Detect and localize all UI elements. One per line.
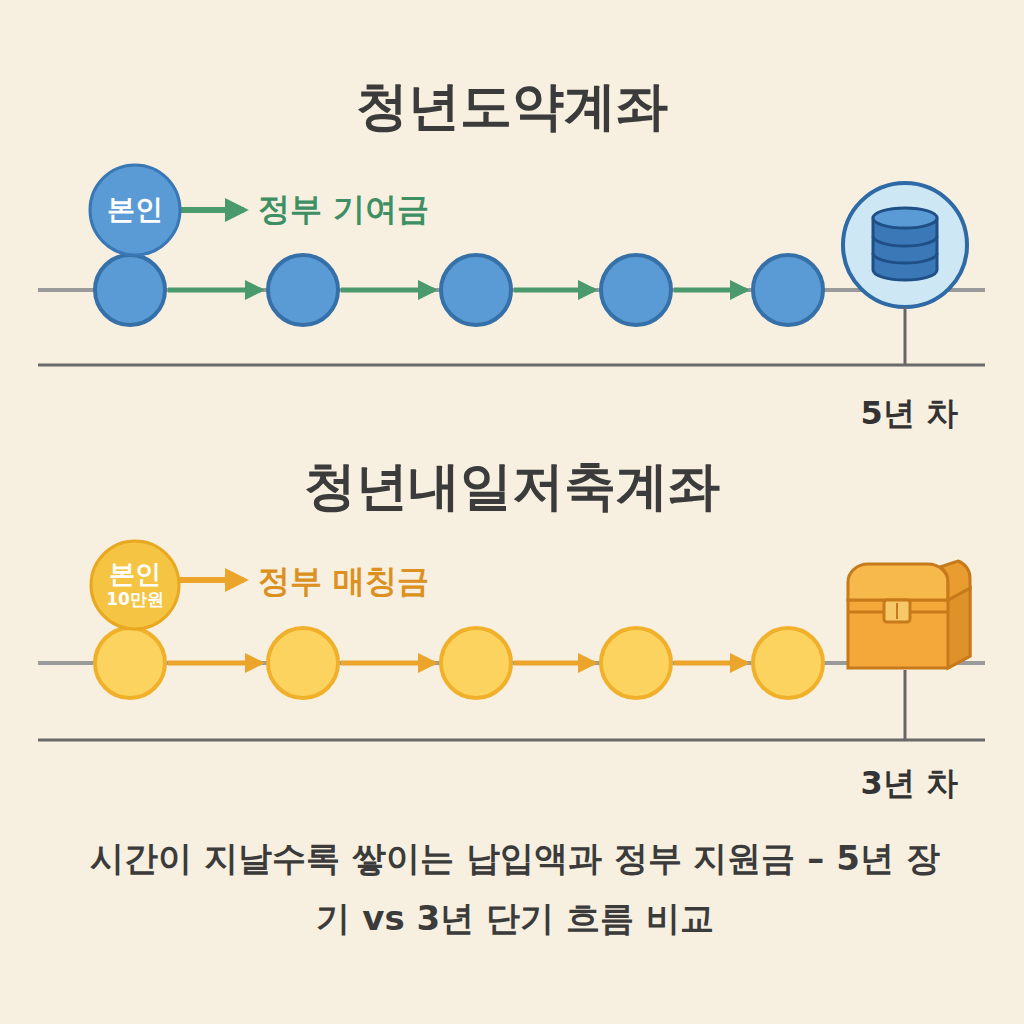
flow-arrow: [341, 661, 434, 666]
treasure-chest: [848, 561, 970, 668]
database-badge: [843, 183, 967, 307]
flow-arrow: [514, 288, 594, 293]
circle-text: 본인: [109, 560, 161, 590]
flow-arrow: [674, 288, 746, 293]
deposit-circle: [441, 628, 511, 698]
label: 3년 차: [861, 762, 958, 806]
section-title: 청년내일저축계좌: [0, 452, 1024, 522]
flow-arrow: [341, 288, 434, 293]
person-circle: 본인10만원: [89, 539, 181, 631]
deposit-circle: [95, 255, 165, 325]
axis-line: [38, 364, 985, 367]
tick: [904, 670, 907, 740]
flow-arrow: [180, 577, 244, 583]
axis-line: [38, 739, 985, 742]
label: 5년 차: [861, 392, 958, 436]
deposit-circle: [601, 628, 671, 698]
flow-arrow: [674, 661, 746, 666]
label: 정부 매칭금: [258, 560, 429, 604]
deposit-circles: [95, 255, 823, 325]
circle-text: 본인: [107, 194, 163, 226]
person-circle: 본인: [88, 163, 182, 257]
deposit-circle: [268, 628, 338, 698]
flow-arrow: [168, 661, 261, 666]
deposit-circle: [441, 255, 511, 325]
deposit-circles: [95, 628, 823, 698]
circle-text: 10만원: [106, 590, 164, 610]
flow-arrow: [514, 661, 594, 666]
deposit-circle: [753, 255, 823, 325]
deposit-circle: [601, 255, 671, 325]
deposit-circle: [753, 628, 823, 698]
caption: 시간이 지날수록 쌓이는 납입액과 정부 지원금 – 5년 장기 vs 3년 단…: [90, 828, 940, 948]
label: 정부 기여금: [258, 188, 429, 232]
deposit-circle: [268, 255, 338, 325]
flow-arrow: [180, 207, 244, 213]
tick: [904, 307, 907, 365]
deposit-circle: [95, 628, 165, 698]
flow-arrow: [168, 288, 261, 293]
title: 청년도약계좌: [0, 72, 1024, 142]
